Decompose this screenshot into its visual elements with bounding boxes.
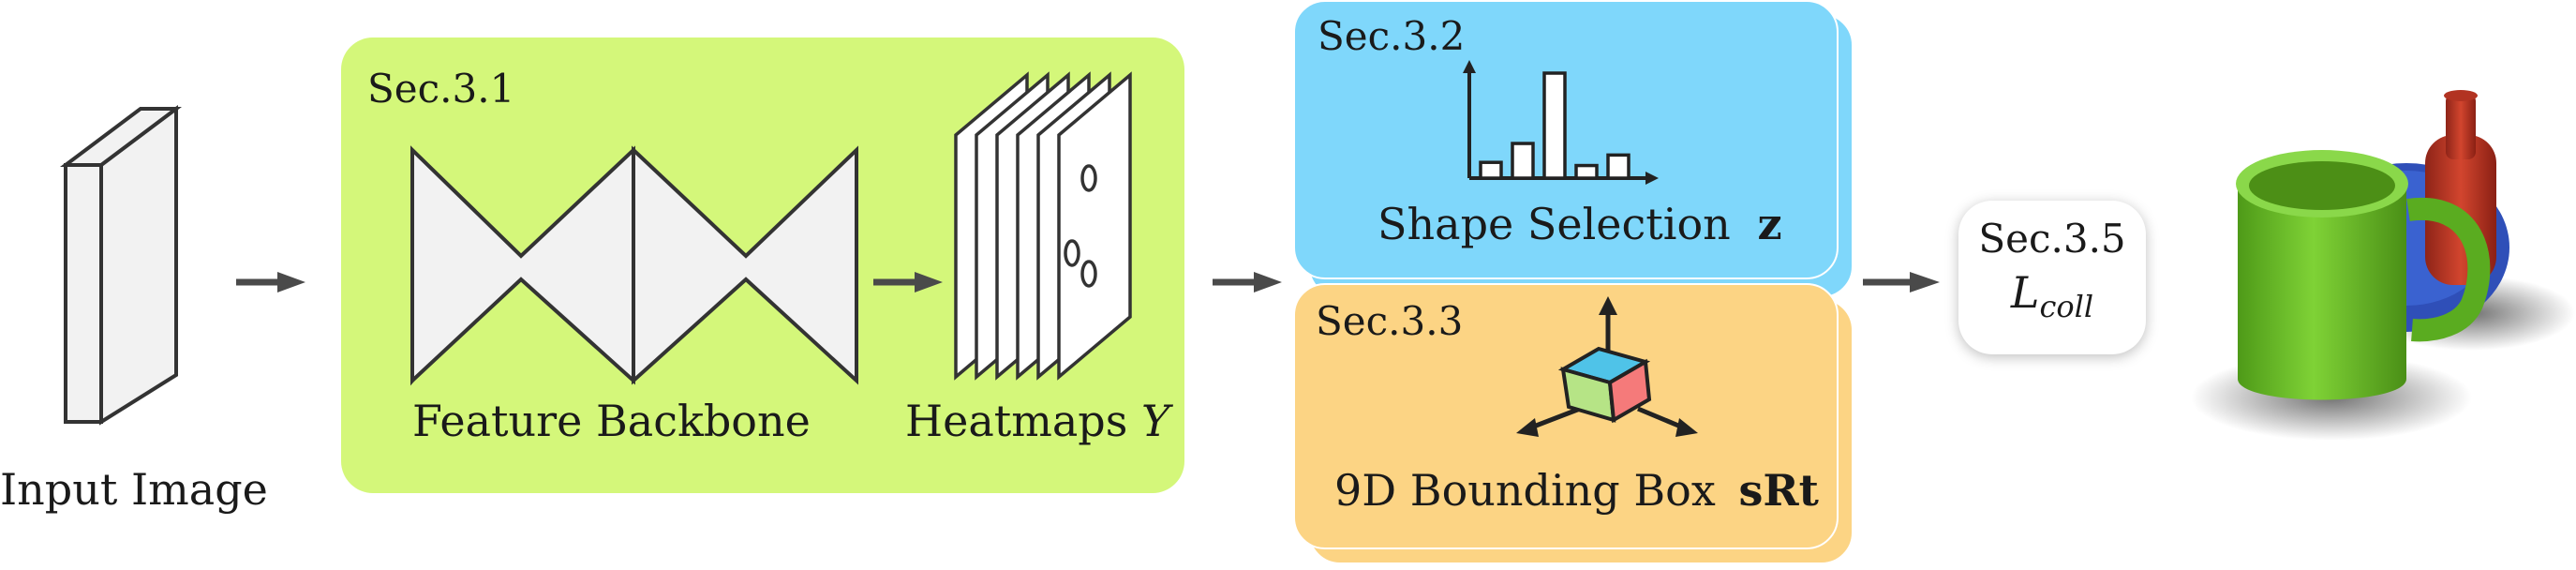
section-label-3-3: Sec.3.3 bbox=[1316, 298, 1464, 344]
input-image-icon bbox=[60, 105, 182, 426]
collision-loss-box: Sec.3.5 Lcoll bbox=[1958, 201, 2146, 354]
mug-render-image bbox=[2191, 90, 2575, 441]
section-label-3-2: Sec.3.2 bbox=[1318, 13, 1466, 59]
heatmap-stack-icon bbox=[954, 71, 1132, 381]
heatmaps-label: Heatmaps Y bbox=[905, 396, 1169, 446]
arrow-icon bbox=[873, 272, 943, 292]
shape-selection-text: Shape Selection bbox=[1377, 199, 1731, 249]
histogram-bar bbox=[1542, 71, 1567, 180]
shape-selection-label: Shape Selection z bbox=[1377, 199, 1782, 249]
cube-axes-icon bbox=[1516, 296, 1698, 437]
section-label-3-1: Sec.3.1 bbox=[367, 66, 515, 112]
loss-sub: coll bbox=[2039, 289, 2094, 325]
arrow-icon bbox=[1213, 272, 1282, 292]
bbox-label: 9D Bounding Box sRt bbox=[1334, 465, 1819, 516]
heatmaps-text: Heatmaps bbox=[905, 396, 1128, 446]
histogram-icon bbox=[1463, 60, 1659, 185]
loss-main: L bbox=[2010, 267, 2040, 318]
shape-panel bbox=[1293, 0, 1839, 279]
bbox-symbol: sRt bbox=[1738, 465, 1819, 516]
input-image-label: Input Image bbox=[0, 464, 268, 515]
encoder-decoder-icon bbox=[410, 145, 858, 386]
histogram-bar bbox=[1574, 163, 1599, 180]
arrow-icon bbox=[236, 272, 305, 292]
feature-backbone-label: Feature Backbone bbox=[412, 396, 811, 446]
histogram-bar bbox=[1511, 142, 1535, 180]
histogram-bar bbox=[1479, 160, 1503, 180]
heatmaps-symbol: Y bbox=[1140, 396, 1170, 446]
collision-loss-symbol: Lcoll bbox=[1958, 267, 2146, 324]
bbox-text: 9D Bounding Box bbox=[1334, 465, 1716, 516]
section-label-3-5: Sec.3.5 bbox=[1978, 216, 2126, 262]
histogram-bar bbox=[1606, 153, 1630, 180]
shape-symbol: z bbox=[1757, 199, 1782, 249]
arrow-icon bbox=[1863, 272, 1940, 292]
